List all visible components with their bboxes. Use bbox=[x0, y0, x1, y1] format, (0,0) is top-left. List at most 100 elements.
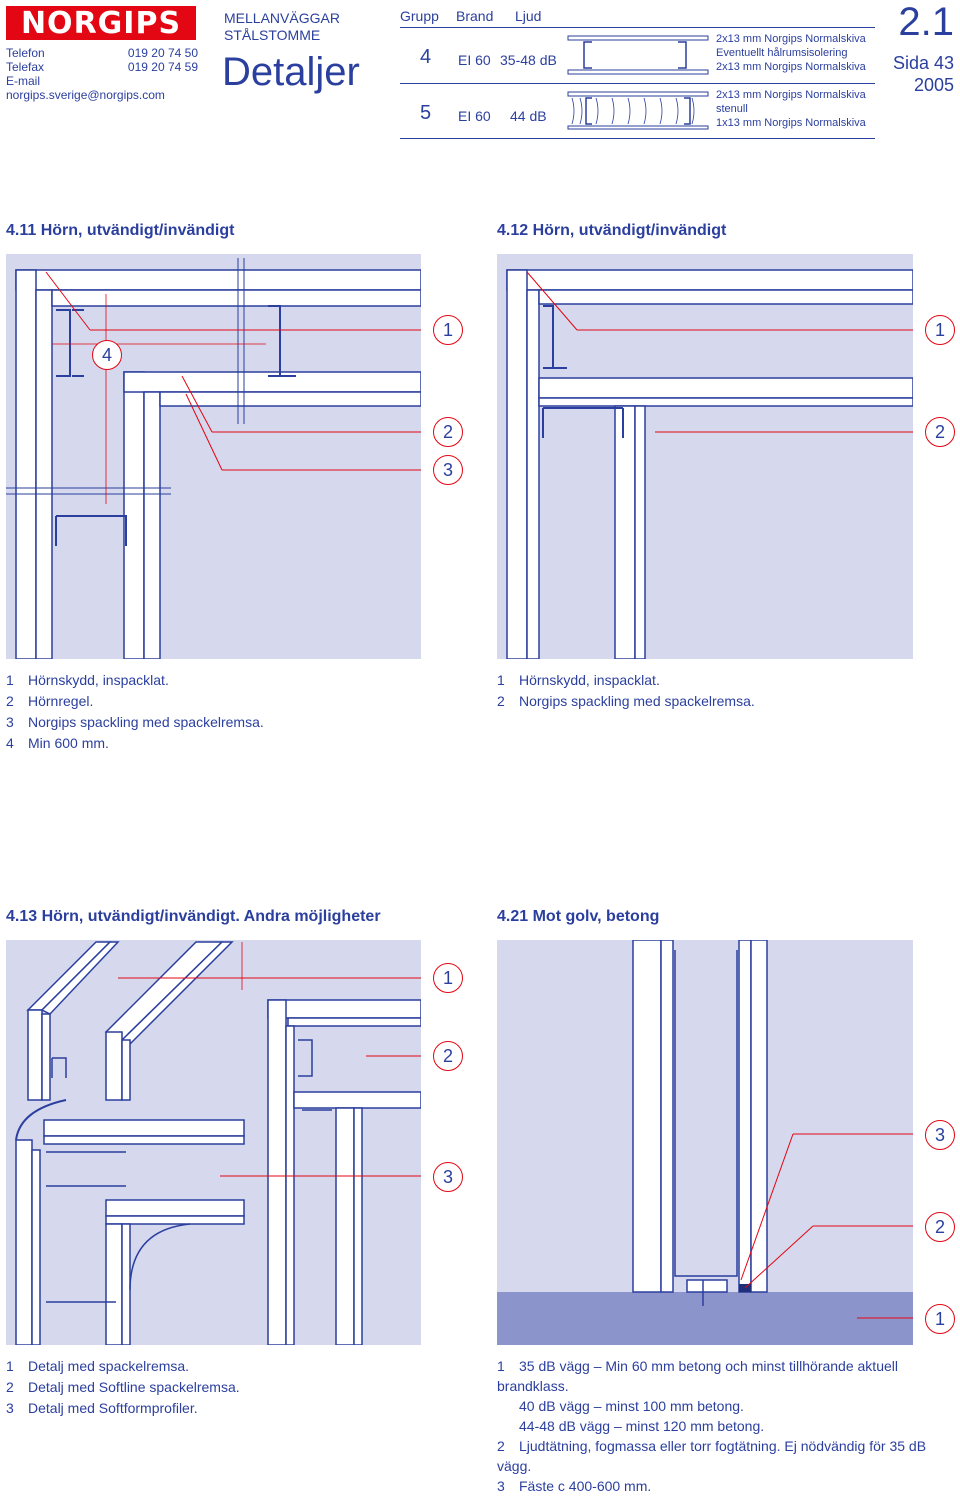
legend-number: 4 bbox=[6, 735, 14, 751]
legend-item: 3 Detalj med Softformprofiler. bbox=[6, 1398, 240, 1419]
legend-number: 1 bbox=[497, 672, 505, 688]
callout-2: 2 bbox=[925, 417, 955, 447]
legend-item: 1 Hörnskydd, inspacklat. bbox=[6, 670, 264, 691]
layer-text: stenull bbox=[716, 103, 748, 115]
legend-item: 44-48 dB vägg – minst 120 mm betong. bbox=[497, 1416, 957, 1436]
drawing-4-11: 4 bbox=[6, 254, 421, 659]
legend-item: 3 Norgips spackling med spackelremsa. bbox=[6, 712, 264, 733]
drawing-4-21 bbox=[497, 940, 913, 1345]
layer-text: 1x13 mm Norgips Normalskiva bbox=[716, 117, 866, 129]
page-title: Detaljer bbox=[222, 50, 360, 94]
callout-3: 3 bbox=[925, 1120, 955, 1150]
drawing-4-12 bbox=[497, 254, 913, 659]
legend-4-11: 1 Hörnskydd, inspacklat. 2 Hörnregel. 3 Nor… bbox=[6, 670, 264, 754]
group-5: 5 bbox=[420, 102, 432, 124]
section-title-4-12: 4.12 Hörn, utvändigt/invändigt bbox=[497, 222, 727, 239]
legend-text: 35 dB vägg – Min 60 mm betong och minst … bbox=[497, 1358, 898, 1394]
legend-text: Detalj med Softline spackelremsa. bbox=[28, 1379, 240, 1395]
dimension-callout-4: 4 bbox=[92, 340, 122, 370]
legend-number: 2 bbox=[497, 1438, 505, 1454]
brand-5: EI 60 bbox=[458, 108, 491, 124]
phone-label: Telefon bbox=[6, 46, 45, 60]
legend-item: 2 Detalj med Softline spackelremsa. bbox=[6, 1377, 240, 1398]
section-title-4-21: 4.21 Mot golv, betong bbox=[497, 908, 660, 925]
bottom-rule bbox=[400, 138, 875, 139]
callout-2: 2 bbox=[433, 1041, 463, 1071]
sound-5: 44 dB bbox=[510, 108, 547, 124]
norgips-logo: NORGIPS bbox=[6, 5, 196, 41]
legend-text: Norgips spackling med spackelremsa. bbox=[519, 693, 755, 709]
fax-label: Telefax bbox=[6, 60, 45, 74]
legend-text: Detalj med spackelremsa. bbox=[28, 1358, 190, 1374]
legend-number: 1 bbox=[497, 1358, 505, 1374]
drawing-4-13 bbox=[6, 940, 421, 1345]
legend-item: 1 Detalj med spackelremsa. bbox=[6, 1356, 240, 1377]
layer-text: 2x13 mm Norgips Normalskiva bbox=[716, 89, 866, 101]
page-label: Sida 43 bbox=[892, 53, 954, 73]
legend-number: 1 bbox=[6, 672, 14, 688]
group-4: 4 bbox=[420, 46, 432, 68]
legend-number: 2 bbox=[6, 693, 14, 709]
row-rule bbox=[400, 83, 875, 84]
logo-text: NORGIPS bbox=[20, 5, 182, 41]
callout-1: 1 bbox=[433, 315, 463, 345]
legend-text: Hörnskydd, inspacklat. bbox=[519, 672, 660, 688]
legend-text: Ljudtätning, fogmassa eller torr fogtätn… bbox=[497, 1438, 927, 1474]
legend-text: 40 dB vägg – minst 100 mm betong. bbox=[519, 1398, 744, 1414]
legend-number: 3 bbox=[6, 714, 14, 730]
callout-3: 3 bbox=[433, 1162, 463, 1192]
legend-text: Fäste c 400-600 mm. bbox=[519, 1478, 652, 1494]
legend-number: 2 bbox=[6, 1379, 14, 1395]
legend-text: Detalj med Softformprofiler. bbox=[28, 1400, 198, 1416]
legend-number: 3 bbox=[497, 1478, 505, 1494]
legend-item: 2 Norgips spackling med spackelremsa. bbox=[497, 691, 755, 712]
legend-item: 4 Min 600 mm. bbox=[6, 733, 264, 754]
col-brand: Brand bbox=[456, 8, 494, 24]
col-ljud: Ljud bbox=[515, 8, 542, 24]
callout-1: 1 bbox=[433, 963, 463, 993]
page-number: 2.1 bbox=[898, 0, 954, 44]
corner-detail-drawing bbox=[506, 269, 913, 659]
callout-2: 2 bbox=[433, 417, 463, 447]
callout-2: 2 bbox=[925, 1212, 955, 1242]
category-line2: STÅLSTOMME bbox=[224, 27, 321, 43]
legend-item: 3 Fäste c 400-600 mm. bbox=[497, 1476, 957, 1496]
legend-text: Min 600 mm. bbox=[28, 735, 109, 751]
legend-item: 1 Hörnskydd, inspacklat. bbox=[497, 670, 755, 691]
callout-1: 1 bbox=[925, 315, 955, 345]
legend-text: Norgips spackling med spackelremsa. bbox=[28, 714, 264, 730]
col-grupp: Grupp bbox=[400, 8, 439, 24]
category: MELLANVÄGGAR STÅLSTOMME bbox=[224, 10, 340, 44]
year: 2005 bbox=[913, 75, 954, 95]
phone-value: 019 20 74 50 bbox=[127, 46, 198, 60]
legend-item: 40 dB vägg – minst 100 mm betong. bbox=[497, 1396, 957, 1416]
legend-text: Hörnregel. bbox=[28, 693, 94, 709]
layers-5: 2x13 mm Norgips Normalskiva stenull 1x13… bbox=[716, 88, 866, 130]
corner-detail-drawing bbox=[6, 258, 421, 659]
wall-sections-icon bbox=[567, 35, 709, 130]
alternatives-drawing bbox=[15, 941, 421, 1345]
category-line1: MELLANVÄGGAR bbox=[224, 10, 340, 26]
page-info: Sida 43 2005 bbox=[893, 52, 954, 96]
layers-4: 2x13 mm Norgips Normalskiva Eventuellt h… bbox=[716, 32, 866, 74]
legend-text: 44-48 dB vägg – minst 120 mm betong. bbox=[519, 1418, 765, 1434]
legend-text: Hörnskydd, inspacklat. bbox=[28, 672, 169, 688]
brand-4: EI 60 bbox=[458, 52, 491, 68]
layer-text: Eventuellt hålrumsisolering bbox=[716, 47, 848, 59]
layer-text: 2x13 mm Norgips Normalskiva bbox=[716, 61, 866, 73]
section-title-4-13: 4.13 Hörn, utvändigt/invändigt. Andra mö… bbox=[6, 908, 381, 925]
fax-value: 019 20 74 59 bbox=[127, 60, 198, 74]
legend-number: 1 bbox=[6, 1358, 14, 1374]
legend-number: 3 bbox=[6, 1400, 14, 1416]
legend-4-12: 1 Hörnskydd, inspacklat. 2 Norgips spackli… bbox=[497, 670, 755, 712]
header-rule bbox=[400, 27, 875, 28]
callout-3: 3 bbox=[433, 455, 463, 485]
legend-number: 2 bbox=[497, 693, 505, 709]
email-text: E-mail norgips.sverige@norgips.com bbox=[6, 74, 165, 102]
callout-1: 1 bbox=[925, 1304, 955, 1334]
layer-text: 2x13 mm Norgips Normalskiva bbox=[716, 33, 866, 45]
